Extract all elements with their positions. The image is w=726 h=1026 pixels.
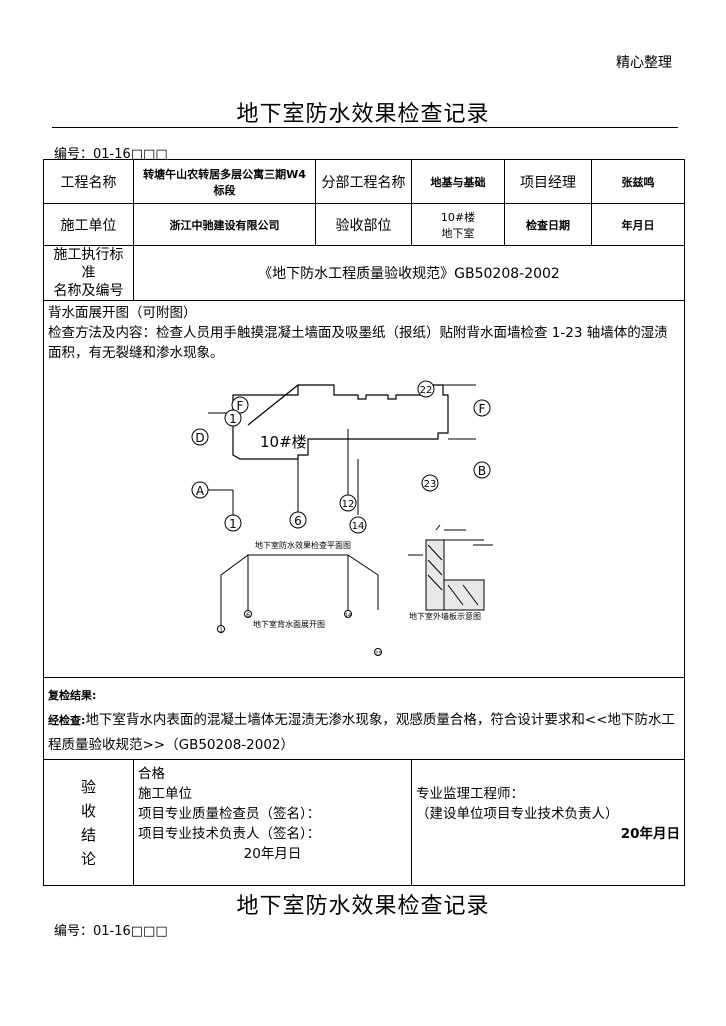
conclusion-side-char: 验 xyxy=(80,777,96,796)
tech-lead-signature: 项目专业技术负责人（签名）： xyxy=(138,826,321,842)
sub-project-label: 分部工程名称 xyxy=(315,159,412,204)
recheck-section: 复检结果: 经检查:地下室背水内表面的混凝土墙体无湿渍无渗水现象，观感质量合格，… xyxy=(43,677,685,760)
axis-bubble-f-right: F xyxy=(473,399,491,417)
detail-caption: 地下室外墙板示意图 xyxy=(409,611,481,621)
quality-inspector-signature: 项目专业质量检查员（签名）： xyxy=(138,806,321,822)
axis-bubble-12: 12 xyxy=(339,494,357,512)
conclusion-side-label: 验 收 结 论 xyxy=(43,759,134,886)
recheck-label: 经检查: xyxy=(48,714,86,727)
plan-caption: 地下室防水效果检查平面图 xyxy=(255,540,351,550)
axis-bubble-1-top: 1 xyxy=(224,409,242,427)
elevation-marker-14: 14 xyxy=(344,610,352,619)
axis-label: 6 xyxy=(294,514,302,528)
elevation-marker-1: 1 xyxy=(217,625,225,634)
conclusion-builder: 施工单位 xyxy=(138,786,192,802)
axis-bubble-b: B xyxy=(473,461,491,479)
axis-label: 1 xyxy=(229,412,237,426)
axis-label: F xyxy=(237,399,244,413)
axis-label: A xyxy=(196,484,205,498)
elevation-label: 23 xyxy=(375,651,381,657)
axis-bubble-1-bottom: 1 xyxy=(224,514,242,532)
check-date-label: 检查日期 xyxy=(504,203,592,246)
conclusion-side-char: 论 xyxy=(80,849,96,868)
project-name-value: 转塘午山农转居多层公寓三期W4标段 xyxy=(133,159,316,204)
axis-bubble-22: 22 xyxy=(417,380,435,398)
project-name-label: 工程名称 xyxy=(43,159,134,204)
recheck-heading: 复检结果: xyxy=(48,689,97,702)
axis-bubble-a: A xyxy=(191,481,209,499)
conclusion-result: 合格 xyxy=(138,766,165,782)
page-title: 地下室防水效果检查记录 xyxy=(236,102,490,127)
document-number: 编号：01-16□□□ xyxy=(54,147,168,162)
inspection-method: 检查方法及内容：检查人员用手触摸混凝土墙面及吸墨纸（报纸）贴附背水面墙检查 1-… xyxy=(48,325,668,361)
sub-project-value: 地基与基础 xyxy=(411,159,505,204)
axis-bubble-23: 23 xyxy=(421,474,439,492)
wall-detail-drawing xyxy=(408,524,493,611)
axis-label: D xyxy=(195,431,204,445)
builder-label: 施工单位 xyxy=(43,203,134,246)
manager-value: 张兹鸣 xyxy=(591,159,685,204)
accept-part-area: 地下室 xyxy=(441,226,475,240)
drawing-figure: F 1 D 10#楼 A 1 xyxy=(191,380,493,657)
standard-label-line: 名称及编号 xyxy=(53,283,124,299)
standard-value: 《地下防水工程质量验收规范》GB50208-2002 xyxy=(133,245,685,301)
supervisor-engineer: 专业监理工程师： xyxy=(416,786,524,802)
inspection-form: 工程名称 转塘午山农转居多层公寓三期W4标段 分部工程名称 地基与基础 项目经理… xyxy=(43,159,685,886)
elevation-label: 14 xyxy=(345,613,351,619)
drawing-heading: 背水面展开图（可附图） xyxy=(48,305,197,321)
standard-label-line: 施工执行标 xyxy=(53,247,124,263)
builder-signoff: 合格 施工单位 项目专业质量检查员（签名）： 项目专业技术负责人（签名）： 20… xyxy=(133,759,412,886)
elevation-label: 6 xyxy=(246,612,250,619)
accept-part-label: 验收部位 xyxy=(315,203,412,246)
drawing-section: 背水面展开图（可附图） 检查方法及内容：检查人员用手触摸混凝土墙面及吸墨纸（报纸… xyxy=(43,300,685,678)
elevation-marker-23: 23 xyxy=(374,648,382,657)
axis-bubble-f-left: F xyxy=(231,396,249,414)
conclusion-side-char: 收 xyxy=(80,801,96,820)
standard-label-line: 准 xyxy=(81,265,96,281)
supervisor-signoff: 专业监理工程师： （建设单位项目专业技术负责人） 20年月日 xyxy=(411,759,685,886)
axis-bubble-6: 6 xyxy=(289,511,307,529)
elevation-caption: 地下室背水面展开图 xyxy=(253,619,325,629)
building-plan-outline xyxy=(232,384,449,460)
elevation-drawing xyxy=(220,554,379,625)
builder-value: 浙江中驰建设有限公司 xyxy=(133,203,316,246)
accept-part-value: 10#楼 地下室 xyxy=(411,203,505,246)
axis-label: 23 xyxy=(424,479,437,490)
title-rule xyxy=(52,127,678,128)
accept-part-building: 10#楼 xyxy=(440,210,476,224)
axis-label: B xyxy=(478,464,486,478)
standard-label: 施工执行标 准 名称及编号 xyxy=(43,245,134,301)
elevation-label: 1 xyxy=(219,627,223,634)
builder-date: 20年月日 xyxy=(243,846,302,862)
axis-label: 22 xyxy=(420,385,433,396)
watermark-text: 精心整理 xyxy=(616,55,672,71)
axis-label: 14 xyxy=(352,521,365,532)
footer-document-number: 编号：01-16□□□ xyxy=(54,924,168,939)
supervisor-date: 20年月日 xyxy=(620,826,680,842)
axis-label: 1 xyxy=(229,517,237,531)
footer-title: 地下室防水效果检查记录 xyxy=(236,894,490,919)
check-date-value: 年月日 xyxy=(591,203,685,246)
axis-label: F xyxy=(479,402,486,416)
elevation-marker-6: 6 xyxy=(244,610,252,619)
building-label: 10#楼 xyxy=(260,433,307,451)
axis-label: 12 xyxy=(342,499,355,510)
manager-label: 项目经理 xyxy=(504,159,592,204)
owner-representative: （建设单位项目专业技术负责人） xyxy=(416,806,619,822)
axis-bubble-d: D xyxy=(191,428,209,446)
axis-bubble-14: 14 xyxy=(349,516,367,534)
conclusion-side-char: 结 xyxy=(80,825,96,844)
recheck-text: 地下室背水内表面的混凝土墙体无湿渍无渗水现象，观感质量合格，符合设计要求和<<地… xyxy=(48,712,676,753)
